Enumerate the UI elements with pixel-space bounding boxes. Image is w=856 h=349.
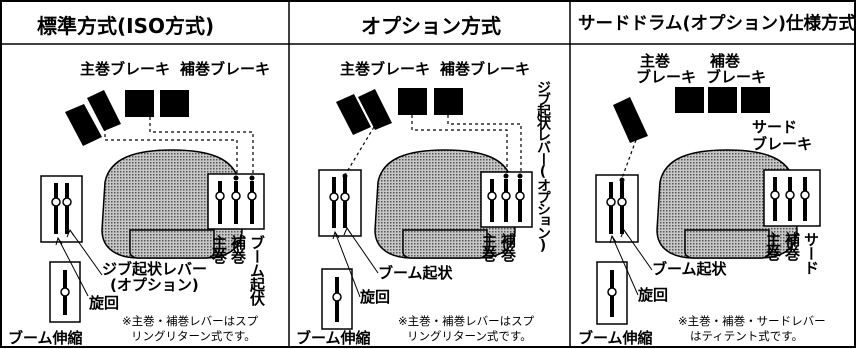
- pedal: [358, 89, 392, 130]
- left-lever-box: [318, 169, 362, 237]
- panel-3-lever-label-aux: 補巻: [783, 232, 801, 260]
- panel-1-note-line-1: ※主巻・補巻レバーはスプ: [122, 314, 259, 328]
- panel-3-brake-label-aux: 補巻: [710, 52, 741, 70]
- aux-brake-pedal: [708, 87, 737, 113]
- panel-2-swing-label: 旋回: [360, 288, 391, 306]
- panel-2-lever-label-main: 主巻: [480, 233, 498, 261]
- panel-2-title: オプション方式: [361, 14, 501, 38]
- panel-1-lever-label-boom: ブーム起伏: [248, 235, 266, 305]
- panel-2-boom-extend-label: ブーム伸縮: [296, 329, 371, 347]
- panel-1-note-line-2: リングリターン式です。: [131, 329, 256, 343]
- panel-3-brake-label-third-2: ブレーキ: [752, 135, 813, 153]
- seat-cushion: [684, 229, 770, 259]
- panel-2-boom-label: ブーム起状: [378, 264, 453, 282]
- panel-1-boom-extend-label: ブーム伸縮: [8, 329, 83, 347]
- panel-3-brake-label-aux-2: ブレーキ: [706, 68, 767, 86]
- panel-3-brake-label-third: サード: [752, 118, 798, 136]
- panel-3-brake-label-main: 主巻: [640, 52, 671, 70]
- panel-1-lever-label-main: 主巻: [210, 235, 228, 263]
- panel-3-boom-label: ブーム起状: [652, 260, 727, 278]
- panel-2-jib-lever-vertical-label: ジブ起状レバー(オプション): [535, 80, 551, 252]
- panel-3-note-line-1: ※主巻・補巻・サードレバー: [678, 314, 826, 328]
- pedal: [87, 90, 121, 131]
- panel-2-brake-label-aux: 補巻ブレーキ: [440, 60, 531, 78]
- panel-1-jib-lever-label: ジブ起状レバー: [102, 260, 208, 278]
- panel-1-lever-label-aux: 補巻: [229, 235, 247, 263]
- aux-brake-pedal: [160, 90, 189, 117]
- panel-2-graphics: [318, 88, 533, 330]
- panel-3-title: サードドラム(オプション)仕様方式: [578, 14, 856, 34]
- aux-brake-pedal: [434, 88, 463, 115]
- panel-3-brake-label-main-2: ブレーキ: [636, 68, 697, 86]
- pedal: [336, 94, 371, 135]
- panel-3-graphics: [595, 87, 821, 325]
- panel-1-title: 標準方式(ISO方式): [37, 14, 215, 38]
- panel-2-note-line-1: ※主巻・補巻レバーはスプ: [398, 314, 535, 328]
- panel-3-lever-label-third: サード: [802, 232, 820, 274]
- panel-3-swing-label: 旋回: [638, 286, 669, 304]
- panel-2-lever-label-aux: 補巻: [499, 233, 517, 261]
- main-brake-pedal: [398, 88, 427, 115]
- panel-2-note-line-2: リングリターン式です。: [407, 329, 532, 343]
- left-lever-box: [595, 174, 639, 243]
- pedal: [613, 97, 648, 143]
- pedal: [65, 104, 102, 146]
- main-brake-pedal: [675, 87, 704, 113]
- panel-1-option-label: (オプション): [110, 276, 199, 294]
- panel-2-brake-label-main: 主巻ブレーキ: [340, 60, 431, 78]
- main-brake-pedal: [125, 90, 154, 117]
- panel-1-graphics: [40, 90, 265, 323]
- seat-cushion: [129, 229, 215, 259]
- left-lever-box: [40, 175, 83, 243]
- panel-3-boom-extend-label: ブーム伸縮: [578, 329, 653, 347]
- panel-1-brake-label-main: 主巻ブレーキ: [80, 60, 171, 78]
- third-brake-pedal: [741, 87, 770, 113]
- panel-1-brake-label-aux: 補巻ブレーキ: [180, 60, 271, 78]
- panel-3-note-line-2: はティテント式です。: [690, 329, 804, 343]
- panel-3-lever-label-main: 主巻: [764, 232, 782, 260]
- seat-cushion: [402, 229, 488, 259]
- panel-1-swing-label: 旋回: [89, 294, 120, 312]
